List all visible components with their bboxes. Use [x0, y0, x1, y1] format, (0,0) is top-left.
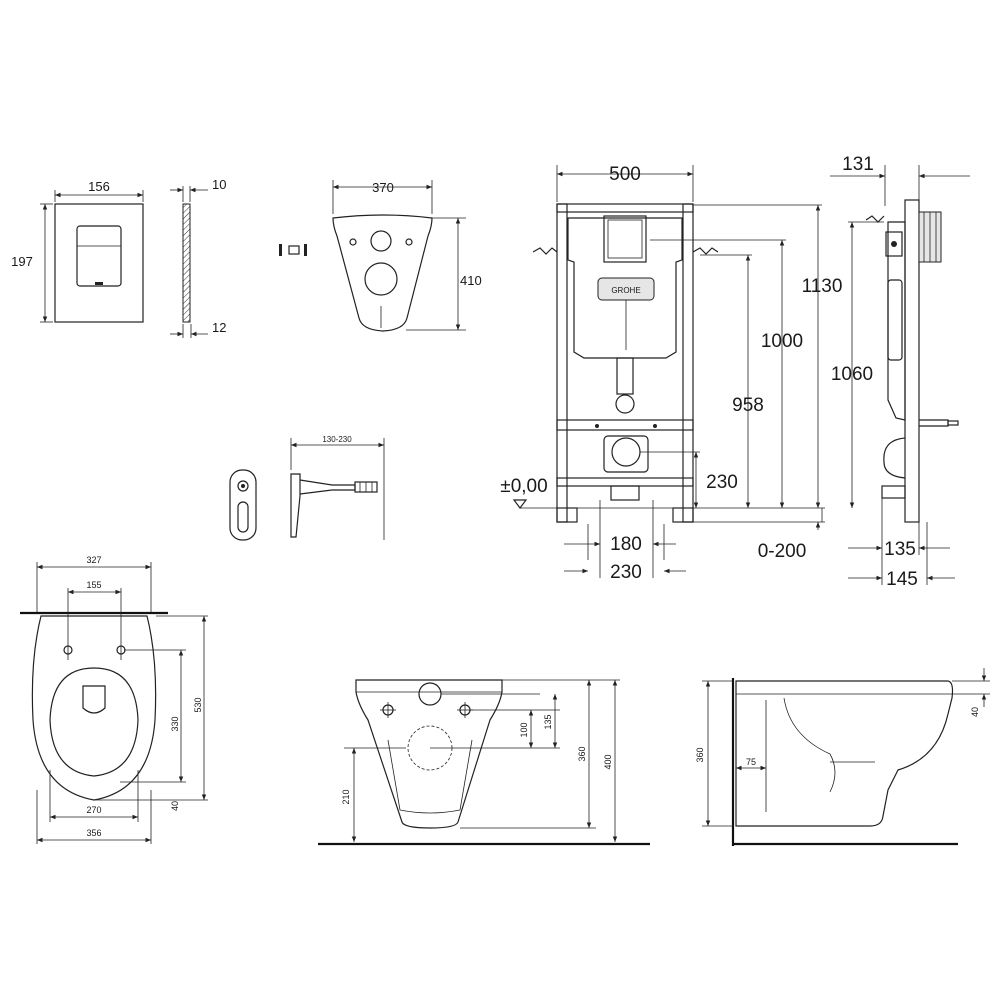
pad-bolt-hole-right: [405, 238, 413, 246]
height-230-label: 230: [706, 472, 738, 493]
wc-side-outline: [735, 680, 954, 827]
wc-offset-40-label: 40: [170, 801, 180, 811]
flush-actuator-opening: [603, 215, 647, 263]
frame-brand-label: GROHE: [611, 286, 640, 295]
flush-pipe-bend: [615, 394, 635, 414]
wc-length-330-label: 330: [170, 716, 180, 731]
side-cistern-profile: [887, 221, 906, 421]
adj-range-label: 0-200: [758, 541, 807, 562]
height-958-label: 958: [732, 395, 764, 416]
plate-depth-bottom-label: 12: [212, 320, 226, 335]
sensor-window: [237, 501, 249, 533]
wc-bolt-135-label: 135: [543, 714, 553, 729]
bracket-plate: [290, 473, 301, 538]
wc-length-530-label: 530: [193, 697, 203, 712]
sound-pad-outline: [332, 214, 433, 332]
wc-front-outline: [355, 679, 503, 829]
wc-width-270-label: 270: [86, 805, 101, 815]
waste-outlet-frame: [603, 435, 649, 473]
wc-side-offset-75-label: 75: [746, 757, 756, 767]
wc-height-400-label: 400: [603, 754, 613, 769]
wall-bracket-view: 130-230: [290, 435, 385, 540]
wc-top-view: 327 155 330 530 40 270 356: [20, 555, 208, 844]
side-depth-135-label: 135: [884, 539, 916, 560]
wc-front-inner-profile: [387, 739, 473, 814]
wc-flush-hole: [82, 685, 106, 714]
plate-width-label: 156: [88, 179, 110, 194]
side-frame-upright: [904, 199, 920, 523]
plate-depth-top-label: 10: [212, 177, 226, 192]
side-top-label: 131: [842, 154, 874, 175]
wc-inlet-height-210-label: 210: [341, 789, 351, 804]
pad-upper-hole: [370, 230, 392, 252]
waste-outlet: [611, 437, 641, 467]
flush-plate-button: [76, 225, 122, 287]
wc-height-360-label: 360: [577, 746, 587, 761]
zero-level-label: ±0,00: [500, 476, 547, 497]
grohe-mini-logo: [95, 282, 103, 285]
sensor-body: [229, 469, 257, 541]
side-waste-bend: [883, 437, 906, 479]
wc-side-inner-bowl: [783, 697, 836, 793]
wc-front-flush-inlet: [418, 682, 442, 706]
frame-top-rail: [556, 203, 694, 213]
flush-plate-side-profile: [182, 203, 191, 323]
height-1130-label: 1130: [802, 276, 843, 297]
sensor-eye: [237, 480, 249, 492]
wc-width-155-label: 155: [86, 580, 101, 590]
side-height-1060-label: 1060: [831, 364, 873, 385]
flush-pipe: [616, 357, 634, 395]
flush-plate-outline: [54, 203, 144, 323]
pad-bolt-hole-left: [349, 238, 357, 246]
frame-cross-rail: [556, 419, 694, 431]
side-outlet: [881, 485, 906, 499]
wc-bolt-100-label: 100: [519, 722, 529, 737]
bracket-range-label: 130-230: [322, 435, 352, 444]
frame-width-label: 500: [609, 164, 641, 185]
sound-insulation-pad-view: 370 410: [279, 180, 482, 332]
frame-upright-right: [682, 203, 694, 523]
pad-height-label: 410: [460, 273, 482, 288]
height-1000-label: 1000: [761, 331, 803, 352]
wc-side-rim-40-label: 40: [970, 707, 980, 717]
side-cistern-window: [887, 279, 903, 361]
width-180-label: 180: [610, 534, 642, 555]
wc-side-height-360-label: 360: [695, 747, 705, 762]
flush-plate-view: 156 197 10 12: [11, 177, 226, 338]
cistern-body: [567, 217, 683, 359]
water-inlet-right-icon: [692, 247, 719, 255]
plate-height-label: 197: [11, 254, 33, 269]
width-230-label: 230: [610, 562, 642, 583]
side-valve-box: [885, 231, 903, 257]
mounting-hardware-icon: [279, 244, 307, 256]
wc-side-view: 360 75 40: [695, 668, 990, 846]
wc-width-327-label: 327: [86, 555, 101, 565]
water-inlet-left-icon: [532, 247, 558, 255]
installation-frame-front-view: GROHE 500 1130 1000 958 230 0-2: [500, 164, 842, 583]
side-depth-145-label: 145: [886, 569, 918, 590]
side-mounting-stud: [919, 419, 949, 427]
installation-frame-side-view: 131 1060 135 145: [830, 154, 970, 590]
wc-front-view: 210 100 135 360 400: [318, 679, 650, 846]
wc-width-356-label: 356: [86, 828, 101, 838]
frame-upright-left: [556, 203, 568, 523]
pad-lower-hole: [364, 262, 398, 296]
outlet-connector: [610, 485, 640, 501]
zero-level-marker: [512, 499, 528, 509]
frame-bottom-rail: [556, 477, 694, 487]
side-inlet-icon: [865, 215, 885, 223]
wc-seat-opening: [49, 667, 139, 777]
remote-sensor-view: [229, 469, 257, 541]
pad-width-label: 370: [372, 180, 394, 195]
